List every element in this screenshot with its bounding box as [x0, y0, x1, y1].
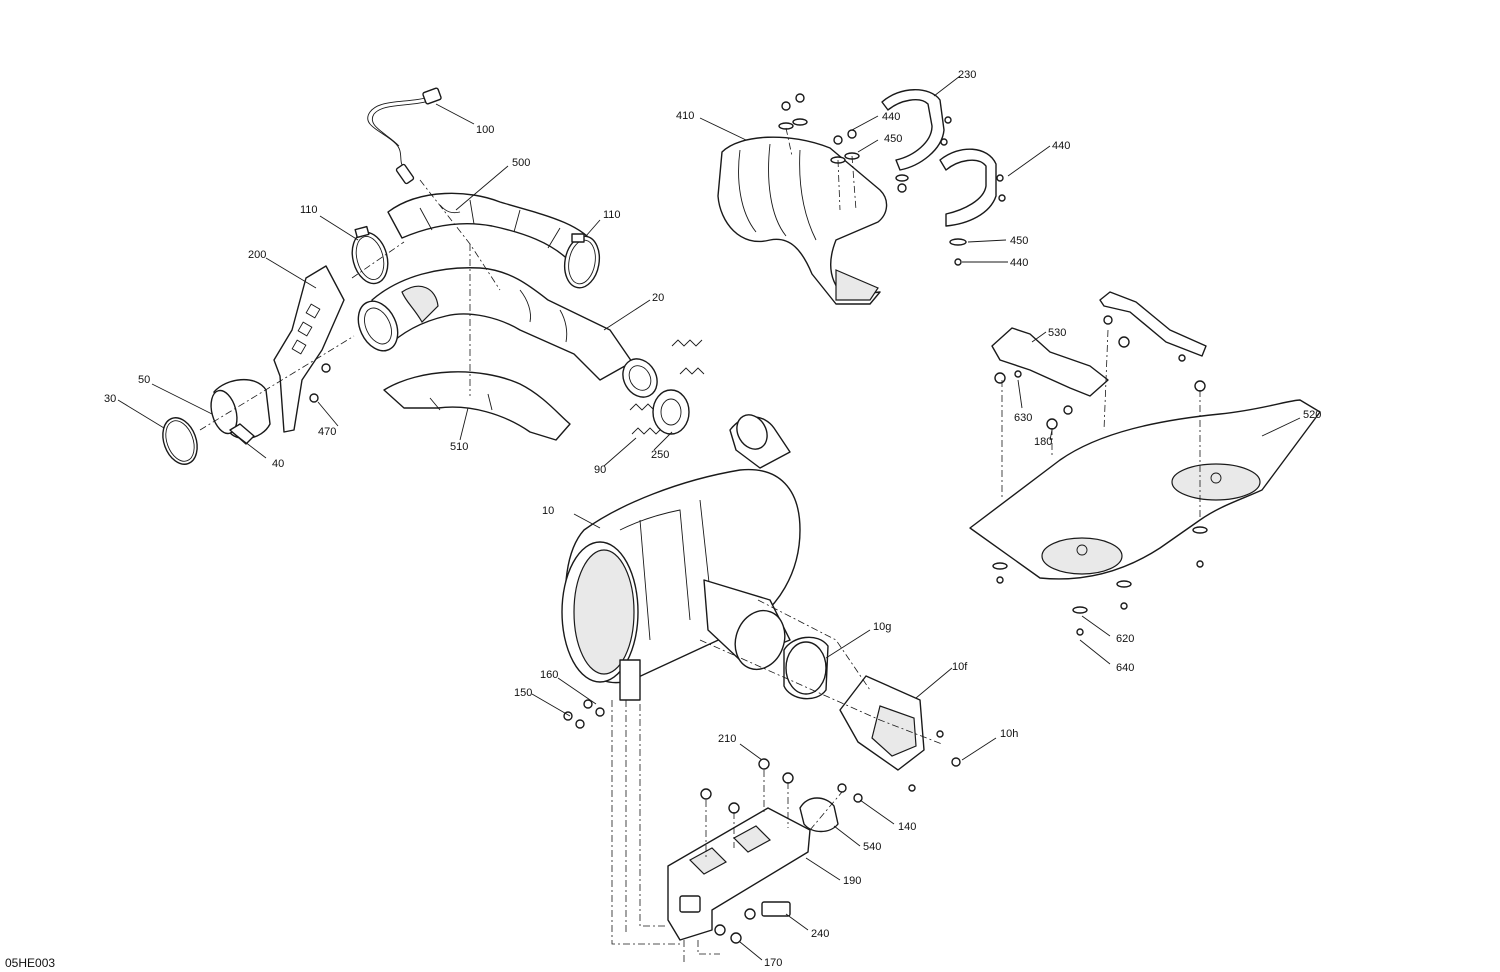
callout-140: 140 [898, 821, 916, 833]
callout-150: 150 [514, 687, 532, 699]
clamp-right [563, 233, 601, 289]
callout-160: 160 [540, 669, 558, 681]
callout-230: 230 [958, 69, 976, 81]
callout-110-right: 110 [603, 209, 621, 221]
callout-30: 30 [104, 393, 116, 405]
callout-440-b: 440 [1052, 140, 1070, 152]
callout-110-left: 110 [300, 204, 318, 216]
hardware [309, 93, 1208, 944]
callout-200: 200 [248, 249, 266, 261]
callout-10g: 10g [873, 621, 891, 633]
lower-heat-shield [383, 371, 571, 441]
callout-440-a: 440 [882, 111, 900, 123]
callout-10: 10 [542, 505, 554, 517]
callout-620: 620 [1116, 633, 1134, 645]
callout-540: 540 [863, 841, 881, 853]
callout-170: 170 [764, 957, 782, 969]
callout-440-c: 440 [1010, 257, 1028, 269]
callout-520: 520 [1303, 409, 1321, 421]
callout-50: 50 [138, 374, 150, 386]
callout-450-b: 450 [1010, 235, 1028, 247]
callout-90: 90 [594, 464, 606, 476]
sleeve-clamp [210, 378, 271, 445]
skid-plate [969, 399, 1321, 580]
oxygen-sensor [367, 87, 442, 185]
callout-labels: 100 500 110 110 200 20 50 30 470 510 40 … [104, 69, 1321, 969]
strap-lower [939, 148, 997, 227]
callout-630: 630 [1014, 412, 1032, 424]
callout-240: 240 [811, 928, 829, 940]
tailpipe-outlet [839, 675, 925, 771]
callout-510: 510 [450, 441, 468, 453]
drawing-code: 05HE003 [5, 956, 56, 970]
callout-530: 530 [1048, 327, 1066, 339]
springs [629, 339, 705, 435]
callout-10h: 10h [1000, 728, 1018, 740]
muffler-heat-shield [717, 136, 888, 305]
callout-250: 250 [651, 449, 669, 461]
callout-500: 500 [512, 157, 530, 169]
callout-640: 640 [1116, 662, 1134, 674]
callout-210: 210 [718, 733, 736, 745]
clip-240 [761, 901, 791, 917]
callout-470: 470 [318, 426, 336, 438]
mounting-bracket [667, 807, 811, 941]
support-bracket-530 [991, 327, 1109, 397]
bracket [273, 265, 345, 433]
clamp-left [351, 225, 389, 285]
callout-180: 180 [1034, 436, 1052, 448]
callout-450-a: 450 [884, 133, 902, 145]
assembly-lines [199, 127, 1201, 962]
seal-ring [652, 389, 690, 435]
outlet-cone [783, 636, 829, 700]
leader-lines [117, 75, 1301, 961]
callout-410: 410 [676, 110, 694, 122]
support-bracket-rear [1099, 291, 1207, 357]
upper-heat-shield [387, 192, 597, 267]
strap-upper [881, 89, 945, 171]
callout-190: 190 [843, 875, 861, 887]
callout-40: 40 [272, 458, 284, 470]
muffler [561, 414, 801, 701]
exhaust-pipe [357, 267, 658, 398]
rubber-mount [799, 797, 839, 833]
gasket-ring [162, 417, 198, 465]
callout-10f: 10f [952, 661, 968, 673]
callout-20: 20 [652, 292, 664, 304]
callout-100: 100 [476, 124, 494, 136]
